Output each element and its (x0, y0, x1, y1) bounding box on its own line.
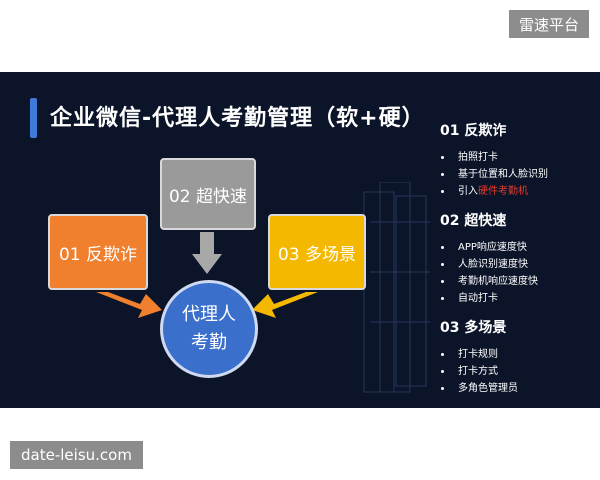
decorative-grid-lines (363, 182, 430, 393)
watermark-bottom-label: date-leisu.com (10, 441, 143, 469)
feature-list: 01 反欺诈 拍照打卡 基于位置和人脸识别 引入硬件考勤机 02 超快速 APP… (440, 120, 600, 397)
title-accent-bar (30, 98, 37, 138)
list-item: APP响应速度快 (440, 239, 600, 256)
box-anti-fraud: 01 反欺诈 (48, 214, 148, 290)
watermark-top-label: 雷速平台 (509, 10, 589, 38)
right-arrow-icon (96, 292, 162, 318)
bullet-icon (441, 387, 444, 390)
bullet-icon (441, 156, 444, 159)
box-super-fast: 02 超快速 (160, 158, 256, 230)
slide-title: 企业微信-代理人考勤管理（软+硬） (50, 106, 425, 131)
list-item: 打卡方式 (440, 363, 600, 380)
bullet-icon (441, 280, 444, 283)
list-item: 基于位置和人脸识别 (440, 166, 600, 183)
section-title-multi-scenario: 03 多场景 (440, 320, 507, 336)
highlight-text: 硬件考勤机 (478, 186, 528, 197)
list-item: 引入硬件考勤机 (440, 183, 600, 200)
list-item: 打卡规则 (440, 346, 600, 363)
bullet-icon (441, 370, 444, 373)
list-item: 考勤机响应速度快 (440, 273, 600, 290)
box-multi-scenario: 03 多场景 (268, 214, 366, 290)
list-item: 自动打卡 (440, 290, 600, 307)
center-label-line2: 考勤 (191, 332, 227, 353)
section-title-anti-fraud: 01 反欺诈 (440, 123, 507, 139)
connector-arrows (96, 232, 318, 318)
bullet-icon (441, 190, 444, 193)
bullet-icon (441, 297, 444, 300)
center-circle-agent-attendance: 代理人 考勤 (160, 280, 258, 378)
down-arrow-icon (192, 232, 222, 274)
slide: 企业微信-代理人考勤管理（软+硬） 01 反欺诈 02 超快速 03 多场景 代… (0, 72, 600, 408)
bullet-icon (441, 263, 444, 266)
bullet-icon (441, 246, 444, 249)
bullet-icon (441, 173, 444, 176)
bullet-icon (441, 353, 444, 356)
list-item: 多角色管理员 (440, 380, 600, 397)
list-item: 人脸识别速度快 (440, 256, 600, 273)
list-item: 拍照打卡 (440, 149, 600, 166)
left-arrow-icon (252, 292, 318, 318)
center-label-line1: 代理人 (182, 304, 236, 325)
section-title-super-fast: 02 超快速 (440, 213, 507, 229)
